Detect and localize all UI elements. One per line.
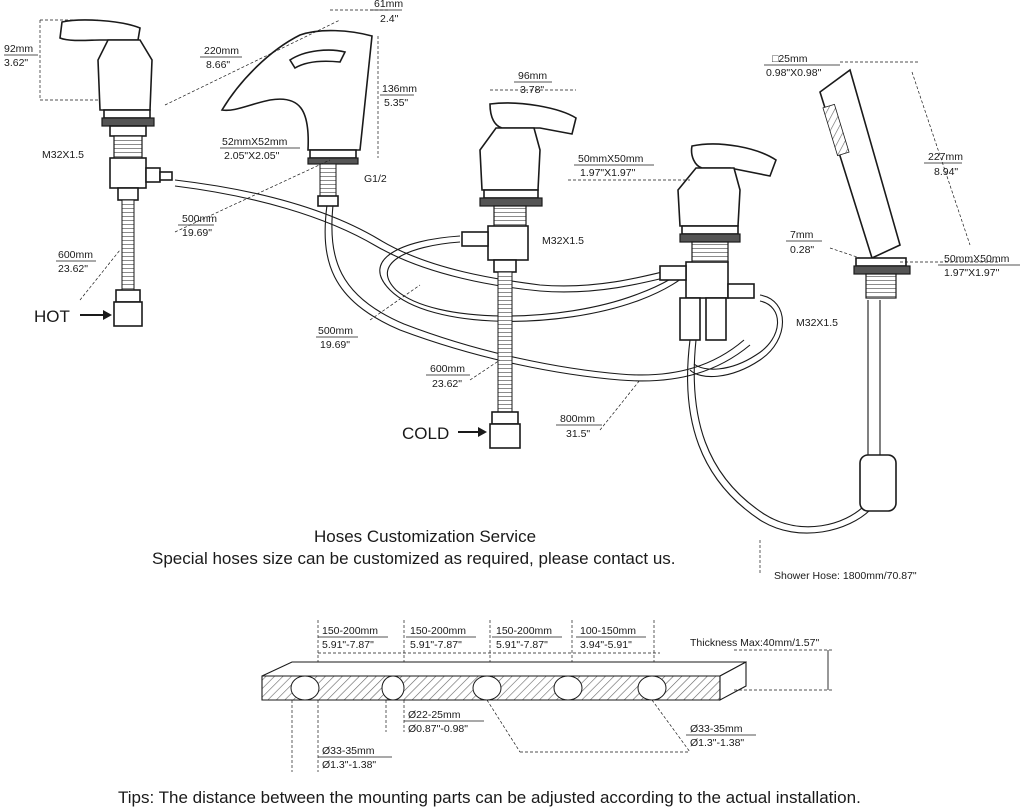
spout-height-in: 5.35" — [384, 97, 408, 109]
cold-label: COLD — [402, 424, 449, 443]
hot-arrow — [80, 310, 112, 320]
diverter-valve — [659, 143, 777, 341]
shower-gap-mm: 7mm — [790, 229, 814, 241]
spout-base-mm: 52mmX52mm — [222, 136, 288, 148]
big-hole-right-mm: Ø33-35mm — [690, 723, 743, 735]
pipe-mid-mm: 600mm — [430, 363, 465, 375]
shower-hose-label: Shower Hose: 1800mm/70.87" — [774, 570, 917, 582]
small-hole-mm: Ø22-25mm — [408, 709, 461, 721]
thickness-label: Thickness Max:40mm/1.57" — [690, 637, 819, 649]
spacing-3-mm: 150-200mm — [496, 625, 552, 637]
shower-plate-in: 1.97"X1.97" — [944, 267, 1000, 279]
handle-width-mm: 96mm — [518, 70, 547, 82]
spout — [220, 29, 373, 207]
pipe-left-in: 23.62" — [58, 263, 88, 275]
hoses — [174, 179, 881, 534]
deck-diagram — [261, 620, 832, 772]
hot-lever-handle — [59, 19, 141, 42]
hot-height-in: 3.62" — [4, 57, 28, 69]
spacing-4-in: 3.94"-5.91" — [580, 639, 632, 651]
hose2-mm: 500mm — [318, 325, 353, 337]
hose2-in: 19.69" — [320, 339, 350, 351]
waterfall-spout — [220, 29, 373, 151]
handle-width-in: 3.78" — [520, 84, 544, 96]
m32-left: M32X1.5 — [42, 149, 84, 161]
big-hole-left-in: Ø1.3"-1.38" — [322, 759, 376, 771]
spacing-1-in: 5.91"-7.87" — [322, 639, 374, 651]
hose3-mm: 800mm — [560, 413, 595, 425]
spout-top-in: 2.4" — [380, 13, 399, 25]
hose3-in: 31.5" — [566, 428, 590, 440]
cold-arrow — [458, 427, 487, 437]
notice-title: Hoses Customization Service — [314, 527, 536, 546]
plate-mm: 50mmX50mm — [578, 153, 644, 165]
hand-shower — [819, 68, 911, 512]
installation-tip: Tips: The distance between the mounting … — [118, 788, 861, 807]
spout-top-mm: 61mm — [374, 0, 403, 10]
spacing-2-in: 5.91"-7.87" — [410, 639, 462, 651]
g12-label: G1/2 — [364, 173, 387, 185]
shower-len-mm: 227mm — [928, 151, 963, 163]
shower-len-in: 8.94" — [934, 166, 958, 178]
hot-label: HOT — [34, 307, 70, 326]
pipe-mid-in: 23.62" — [432, 378, 462, 390]
cold-lever-handle — [489, 102, 577, 135]
spacing-1-mm: 150-200mm — [322, 625, 378, 637]
shower-sq-in: 0.98"X0.98" — [766, 67, 822, 79]
spacing-4-mm: 100-150mm — [580, 625, 636, 637]
dimension-lines — [39, 9, 1000, 575]
spout-height-mm: 136mm — [382, 83, 417, 95]
pipe-left-mm: 600mm — [58, 249, 93, 261]
spacing-3-in: 5.91"-7.87" — [496, 639, 548, 651]
big-hole-right-in: Ø1.3"-1.38" — [690, 737, 744, 749]
hose1-in: 19.69" — [182, 227, 212, 239]
big-hole-left-mm: Ø33-35mm — [322, 745, 375, 757]
shower-sq-mm: □25mm — [772, 53, 808, 65]
notice-body: Special hoses size can be customized as … — [152, 549, 676, 568]
m32-mid: M32X1.5 — [542, 235, 584, 247]
spout-len-in: 8.66" — [206, 59, 230, 71]
hot-height-mm: 92mm — [4, 43, 33, 55]
shower-handle — [819, 68, 901, 260]
spacing-2-mm: 150-200mm — [410, 625, 466, 637]
spout-len-mm: 220mm — [204, 45, 239, 57]
spout-base-in: 2.05"X2.05" — [224, 150, 280, 162]
plate-in: 1.97"X1.97" — [580, 167, 636, 179]
shower-plate-mm: 50mmX50mm — [944, 253, 1010, 265]
small-hole-in: Ø0.87"-0.98" — [408, 723, 468, 735]
cold-valve — [461, 102, 577, 449]
shower-gap-in: 0.28" — [790, 244, 814, 256]
hose1-mm: 500mm — [182, 213, 217, 225]
hot-valve — [59, 19, 173, 327]
m32-right: M32X1.5 — [796, 317, 838, 329]
